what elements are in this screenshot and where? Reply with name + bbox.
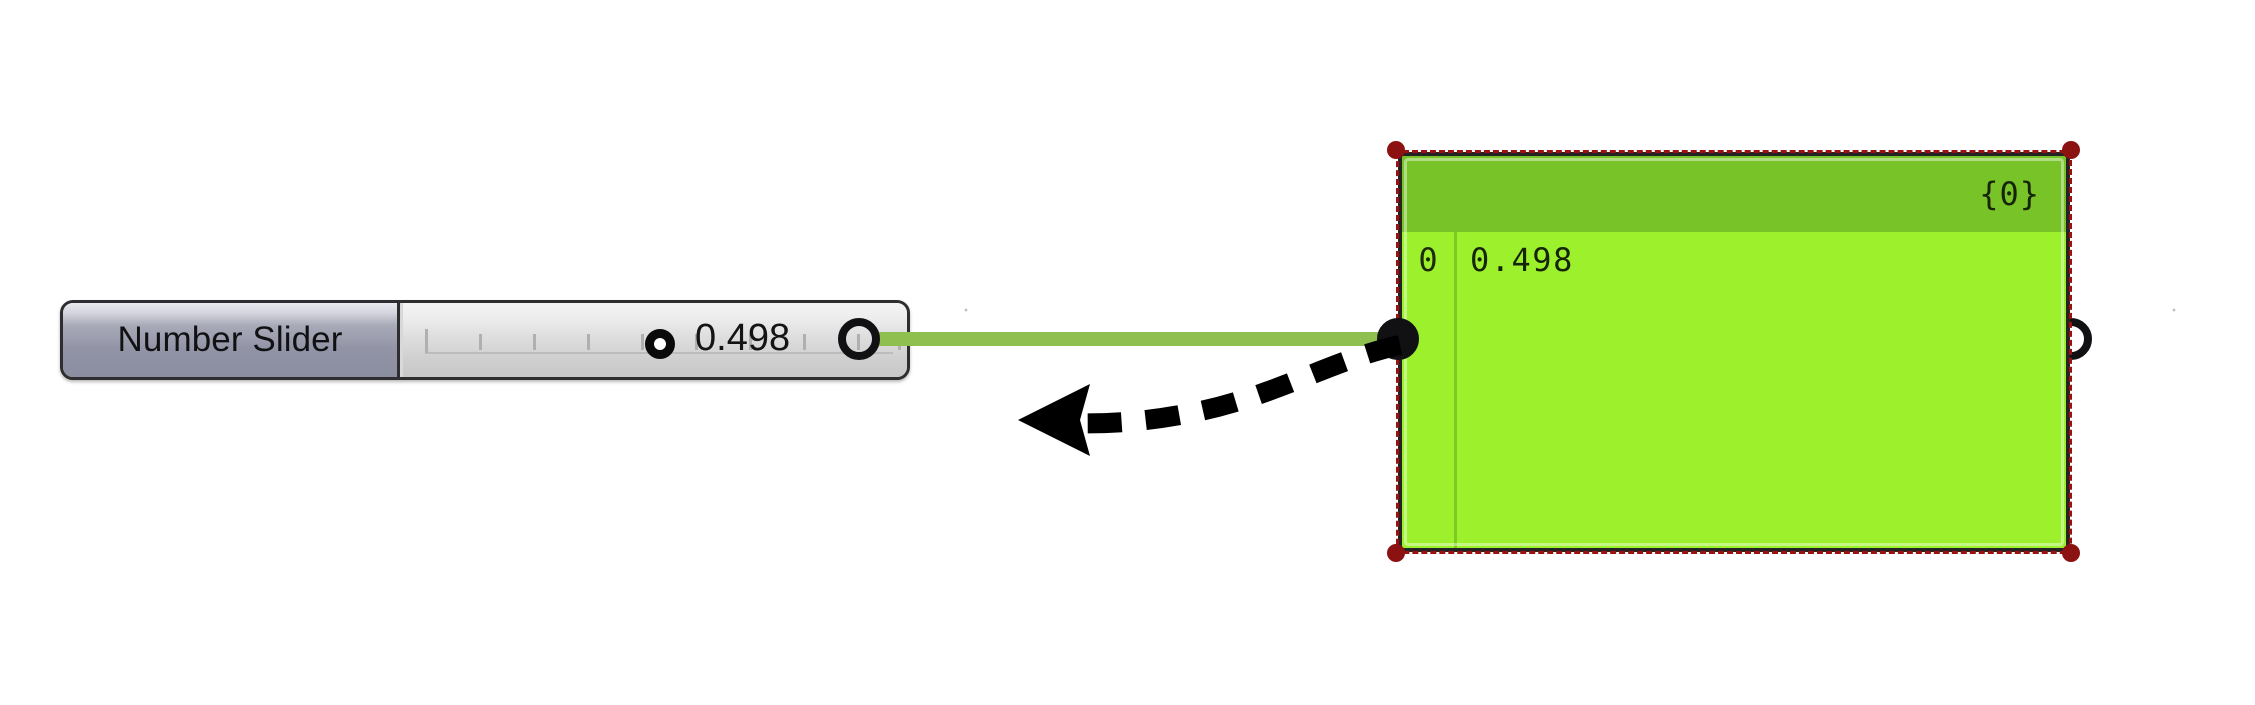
slider-tick (479, 334, 482, 350)
panel-row-index: 0 (1418, 241, 1438, 279)
slider-tick (803, 334, 806, 350)
panel-body[interactable]: {0} 0 0.498 (1398, 152, 2070, 552)
slider-tick (425, 329, 428, 353)
slider-track-pane[interactable]: 0.498 (403, 303, 907, 377)
number-slider-component[interactable]: Number Slider 0.498 (60, 300, 910, 380)
panel-rows: 0 0.498 (1402, 232, 2066, 548)
slider-tick (898, 334, 901, 350)
panel-row-value: 0.498 (1470, 241, 1574, 279)
panel-path-label: {0} (1979, 175, 2040, 213)
slider-tick (641, 334, 644, 350)
panel-row: 0 0.498 (1402, 232, 2066, 288)
panel-header: {0} (1402, 156, 2066, 232)
slider-tick (695, 334, 698, 350)
slider-tick (533, 334, 536, 350)
slider-label: Number Slider (117, 320, 343, 359)
slider-grip-handle[interactable] (645, 329, 675, 359)
panel-gutter-line (1454, 156, 1457, 548)
slider-label-pane[interactable]: Number Slider (63, 303, 400, 377)
selection-handle-bottom-right[interactable] (2062, 544, 2080, 562)
selection-handle-top-right[interactable] (2062, 141, 2080, 159)
slider-tick (587, 334, 590, 350)
panel-component[interactable]: {0} 0 0.498 (1387, 141, 2080, 562)
slider-value-text[interactable]: 0.498 (695, 317, 791, 359)
selection-handle-top-left[interactable] (1387, 141, 1405, 159)
annotation-arrow-head (1018, 384, 1090, 456)
selection-handle-bottom-left[interactable] (1387, 544, 1405, 562)
slider-output-port[interactable] (838, 318, 880, 360)
panel-input-port[interactable] (1377, 318, 1419, 360)
annotation-arrow-shaft (1059, 335, 1403, 434)
slider-shell[interactable]: Number Slider 0.498 (60, 300, 910, 380)
slider-tick (749, 334, 752, 350)
